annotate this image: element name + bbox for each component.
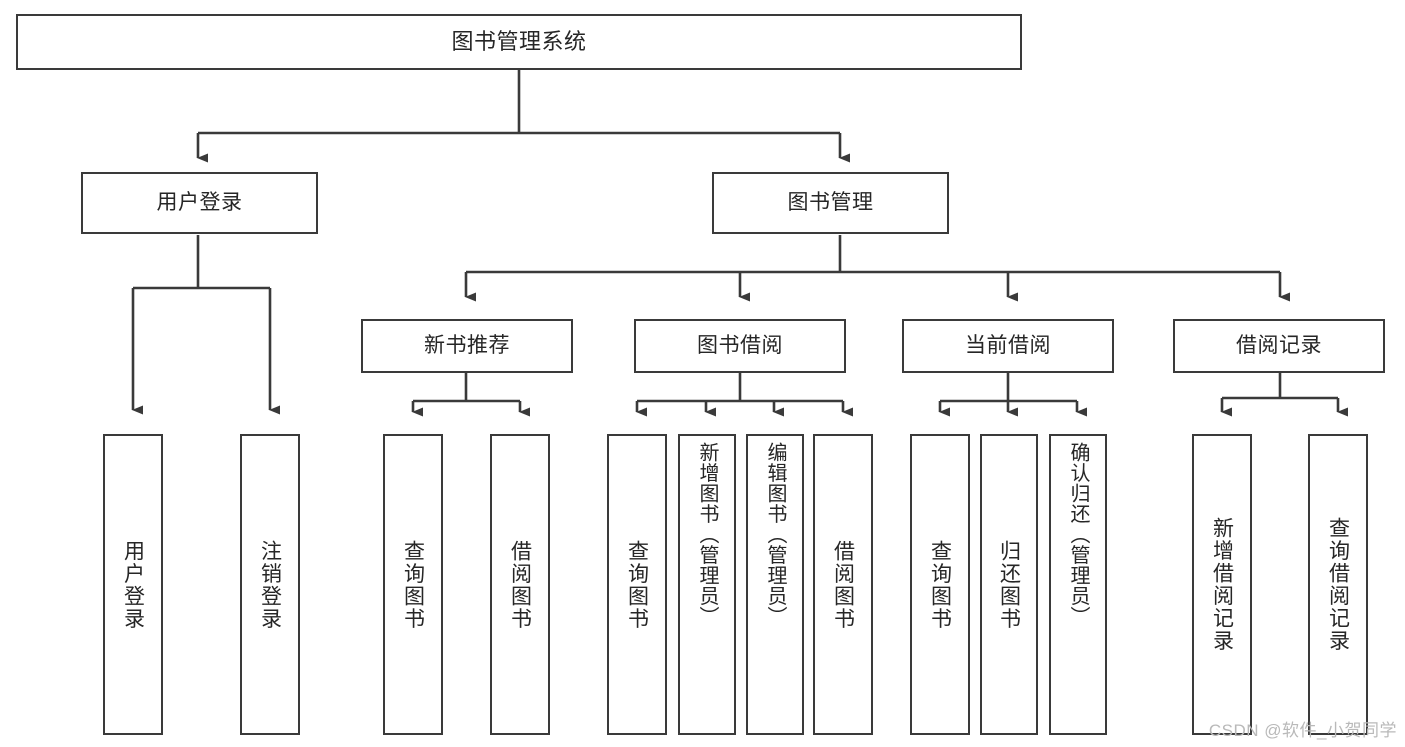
node-book-borrow[interactable]: 图书借阅 [634, 319, 846, 373]
node-current-borrow[interactable]: 当前借阅 [902, 319, 1114, 373]
node-label: 图书管理 [787, 191, 874, 215]
node-label: 借阅图书 [508, 539, 532, 630]
node-label: 用户登录 [121, 539, 145, 630]
node-label: 查询图书 [625, 539, 649, 630]
node-borrow-record[interactable]: 借阅记录 [1173, 319, 1385, 373]
node-user-login[interactable]: 用户登录 [81, 172, 318, 234]
node-label: 查询图书 [401, 539, 425, 630]
leaf-node-query-book-recommendation[interactable]: 查询图书 [383, 434, 443, 735]
node-label: 借阅记录 [1236, 334, 1322, 358]
leaf-node-query-book-current[interactable]: 查询图书 [910, 434, 970, 735]
node-label: 查询图书 [928, 539, 952, 630]
leaf-node-add-borrow-record[interactable]: 新增借阅记录 [1192, 434, 1252, 735]
csdn-watermark: CSDN @软件_小贺同学 [1208, 721, 1397, 740]
leaf-node-confirm-return-admin[interactable]: 确认归还（管理员） [1049, 434, 1107, 735]
node-book-management[interactable]: 图书管理 [712, 172, 949, 234]
node-label: 归还图书 [997, 539, 1021, 630]
node-root-book-management-system[interactable]: 图书管理系统 [16, 14, 1022, 70]
node-label: 注销登录 [258, 539, 282, 630]
node-label: 图书借阅 [697, 334, 783, 358]
node-label: 确认归还（管理员） [1067, 442, 1089, 627]
leaf-node-add-book-admin[interactable]: 新增图书（管理员） [678, 434, 736, 735]
node-label: 查询借阅记录 [1326, 517, 1350, 652]
leaf-node-borrow-book-recommendation[interactable]: 借阅图书 [490, 434, 550, 735]
leaf-node-edit-book-admin[interactable]: 编辑图书（管理员） [746, 434, 804, 735]
leaf-node-return-book[interactable]: 归还图书 [980, 434, 1038, 735]
leaf-node-logout[interactable]: 注销登录 [240, 434, 300, 735]
leaf-node-borrow-book[interactable]: 借阅图书 [813, 434, 873, 735]
leaf-node-query-borrow-record[interactable]: 查询借阅记录 [1308, 434, 1368, 735]
leaf-node-user-login[interactable]: 用户登录 [103, 434, 163, 735]
node-label: 新增借阅记录 [1210, 517, 1234, 652]
node-label: 编辑图书（管理员） [764, 442, 786, 627]
node-new-book-recommendation[interactable]: 新书推荐 [361, 319, 573, 373]
node-label: 用户登录 [156, 191, 243, 215]
node-label: 借阅图书 [831, 539, 855, 630]
node-label: 新增图书（管理员） [696, 442, 718, 627]
leaf-node-query-book-borrow[interactable]: 查询图书 [607, 434, 667, 735]
node-label: 当前借阅 [965, 334, 1051, 358]
node-label: 图书管理系统 [451, 28, 587, 54]
node-label: 新书推荐 [424, 334, 510, 358]
